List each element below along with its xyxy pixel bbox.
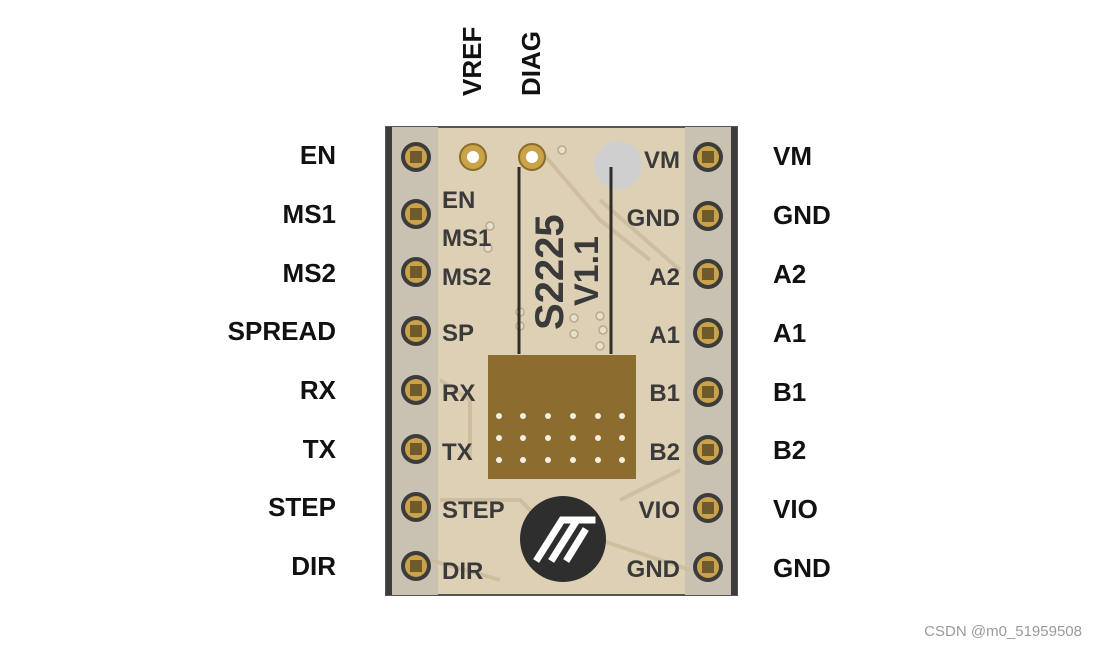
model-text: S2225 [528, 214, 572, 330]
right-pin-6 [693, 435, 723, 465]
vref-hole [467, 151, 479, 163]
right-header-strip [685, 127, 737, 595]
silk-right-b1: B1 [649, 380, 680, 407]
chip-dot [619, 457, 625, 463]
left-pin-label-spread: SPREAD [227, 316, 336, 346]
right-pin-label-gnd-1: GND [773, 200, 831, 230]
right-pin-7 [693, 493, 723, 523]
left-pin-6 [401, 434, 431, 464]
chip-dot [545, 413, 551, 419]
right-pin-label-a2: A2 [773, 259, 807, 289]
right-pin-5 [693, 377, 723, 407]
chip-dot [545, 435, 551, 441]
left-pin-2 [401, 199, 431, 229]
left-pin-label-dir: DIR [291, 551, 336, 581]
chip-dot [520, 435, 526, 441]
left-pin-label-ms2: MS2 [282, 258, 336, 288]
chip-thermal-dots [496, 413, 625, 463]
left-pin-7 [401, 492, 431, 522]
chip-dot [619, 435, 625, 441]
left-header-pins [401, 142, 431, 581]
chip-dot [520, 413, 526, 419]
left-pin-5 [401, 375, 431, 405]
capacitor-pad [594, 141, 642, 189]
silk-left-ms2: MS2 [442, 264, 491, 291]
right-header-edge [731, 127, 737, 595]
right-pin-label-b2: B2 [773, 435, 807, 465]
left-pin-label-en: EN [299, 140, 336, 170]
left-pin-label-tx: TX [302, 434, 336, 464]
chip-dot [570, 457, 576, 463]
chip-dot [619, 413, 625, 419]
left-pin-4 [401, 316, 431, 346]
silk-right-vm: VM [644, 147, 680, 174]
logo-icon [520, 496, 606, 582]
left-header-edge [386, 127, 392, 595]
right-pin-3 [693, 259, 723, 289]
right-pin-8 [693, 552, 723, 582]
diag-hole [526, 151, 538, 163]
silk-left-step: STEP [442, 497, 505, 524]
silk-left-tx: TX [442, 439, 473, 466]
right-pin-label-gnd-2: GND [773, 553, 831, 583]
silk-left-en: EN [442, 187, 475, 214]
chip-dot [595, 457, 601, 463]
silk-right-vio: VIO [639, 497, 680, 524]
silk-right-gnd-2: GND [627, 556, 680, 583]
chip-dot [595, 413, 601, 419]
chip-dot [496, 457, 502, 463]
left-pin-label-step: STEP [268, 492, 336, 522]
left-header-strip [386, 127, 438, 595]
left-pin-label-rx: RX [299, 375, 336, 405]
left-pin-3 [401, 257, 431, 287]
chip-dot [520, 457, 526, 463]
right-pin-1 [693, 142, 723, 172]
silk-right-a2: A2 [649, 264, 680, 291]
silk-left-sp: SP [442, 320, 474, 347]
chip-dot [595, 435, 601, 441]
right-pin-2 [693, 201, 723, 231]
silk-left-ms1: MS1 [442, 225, 491, 252]
silk-left-rx: RX [442, 380, 475, 407]
right-pin-4 [693, 318, 723, 348]
chip-dot [496, 413, 502, 419]
version-text: V1.1 [568, 236, 606, 306]
silk-left-dir: DIR [442, 558, 483, 585]
right-pin-label-a1: A1 [773, 318, 807, 348]
left-pin-1 [401, 142, 431, 172]
right-pin-label-b1: B1 [773, 377, 807, 407]
silk-right-b2: B2 [649, 439, 680, 466]
watermark: CSDN @m0_51959508 [924, 623, 1082, 640]
right-pin-label-vm: VM [773, 141, 812, 171]
right-header-pins [693, 142, 723, 582]
silk-right-a1: A1 [649, 322, 680, 349]
left-pin-8 [401, 551, 431, 581]
chip-dot [570, 413, 576, 419]
left-pin-label-ms1: MS1 [282, 199, 336, 229]
silk-right-gnd-1: GND [627, 205, 680, 232]
driver-chip [488, 355, 636, 479]
right-pin-label-vio: VIO [773, 494, 818, 524]
silk-left-labels: EN MS1 MS2 SP RX TX STEP DIR [442, 187, 505, 585]
chip-dot [545, 457, 551, 463]
chip-dot [496, 435, 502, 441]
silk-right-labels: VM GND A2 A1 B1 B2 VIO GND [627, 147, 680, 583]
chip-dot [570, 435, 576, 441]
